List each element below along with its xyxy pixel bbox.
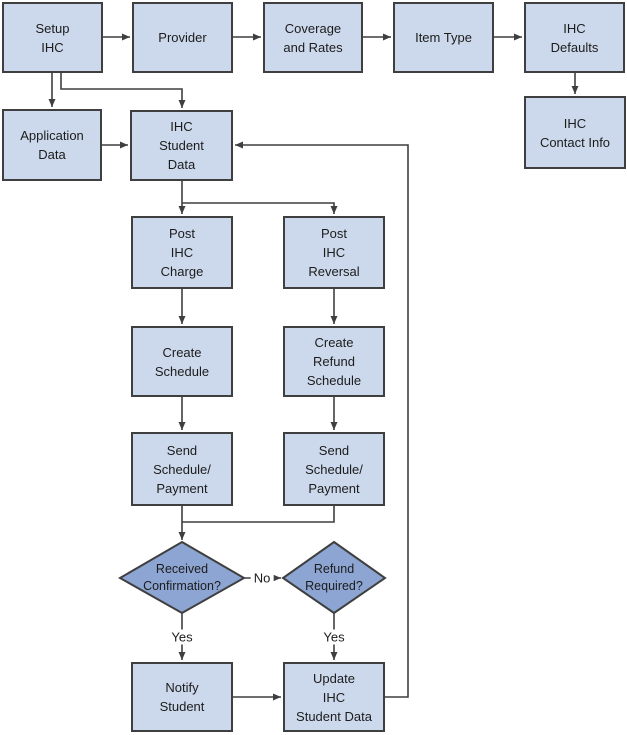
edge-label-yes-left: Yes: [168, 629, 196, 645]
node-coverage-and-rates-label: Coverage and Rates: [283, 20, 343, 55]
node-setup-ihc: Setup IHC: [2, 2, 103, 73]
node-ihc-student-data-label: IHC Student Data: [159, 119, 204, 172]
node-update-ihc-student-data-label: Update IHC Student Data: [296, 670, 372, 724]
node-create-schedule: Create Schedule: [131, 326, 233, 397]
node-refund-required: Refund Required?: [281, 540, 387, 615]
node-item-type: Item Type: [393, 2, 494, 73]
node-post-ihc-charge-label: Post IHC Charge: [160, 226, 204, 279]
node-item-type-label: Item Type: [415, 30, 472, 45]
node-received-confirmation: Received Confirmation?: [118, 540, 246, 615]
node-send-schedule-payment-left: Send Schedule/ Payment: [131, 432, 233, 506]
diamond-shape-icon: [118, 540, 246, 615]
node-update-ihc-student-data: Update IHC Student Data: [283, 662, 385, 732]
node-application-data: Application Data: [2, 109, 102, 181]
node-provider-label: Provider: [158, 30, 207, 45]
node-ihc-defaults-label: IHC Defaults: [550, 20, 599, 55]
node-create-refund-schedule-label: Create Refund Schedule: [306, 335, 362, 388]
node-received-confirmation-label: Received Confirmation?: [143, 561, 221, 593]
node-create-schedule-label: Create Schedule: [154, 344, 210, 379]
node-ihc-contact-info: IHC Contact Info: [524, 96, 626, 169]
node-provider: Provider: [132, 2, 233, 73]
node-send-schedule-payment-left-label: Send Schedule/ Payment: [153, 442, 211, 496]
node-refund-required-label: Refund Required?: [305, 561, 363, 593]
node-ihc-student-data: IHC Student Data: [130, 110, 233, 181]
node-setup-ihc-label: Setup IHC: [35, 20, 70, 55]
node-ihc-contact-info-label: IHC Contact Info: [539, 115, 611, 150]
node-post-ihc-reversal-label: Post IHC Reversal: [308, 226, 360, 279]
edge-setup-to-studentdata: [60, 73, 186, 108]
node-notify-student-label: Notify Student: [159, 680, 205, 714]
edge-send2-join: [182, 506, 335, 523]
node-send-schedule-payment-right-label: Send Schedule/ Payment: [305, 442, 363, 496]
edge-label-yes-right: Yes: [320, 629, 348, 645]
node-ihc-defaults: IHC Defaults: [524, 2, 625, 73]
node-post-ihc-charge: Post IHC Charge: [131, 216, 233, 289]
node-application-data-label: Application Data: [20, 128, 84, 162]
node-create-refund-schedule: Create Refund Schedule: [283, 326, 385, 397]
node-coverage-and-rates: Coverage and Rates: [263, 2, 363, 73]
diamond-shape-icon: [281, 540, 387, 615]
node-post-ihc-reversal: Post IHC Reversal: [283, 216, 385, 289]
node-send-schedule-payment-right: Send Schedule/ Payment: [283, 432, 385, 506]
node-notify-student: Notify Student: [131, 662, 233, 732]
edge-label-no: No: [250, 570, 274, 586]
edge-studentdata-to-postreversal: [182, 202, 338, 214]
